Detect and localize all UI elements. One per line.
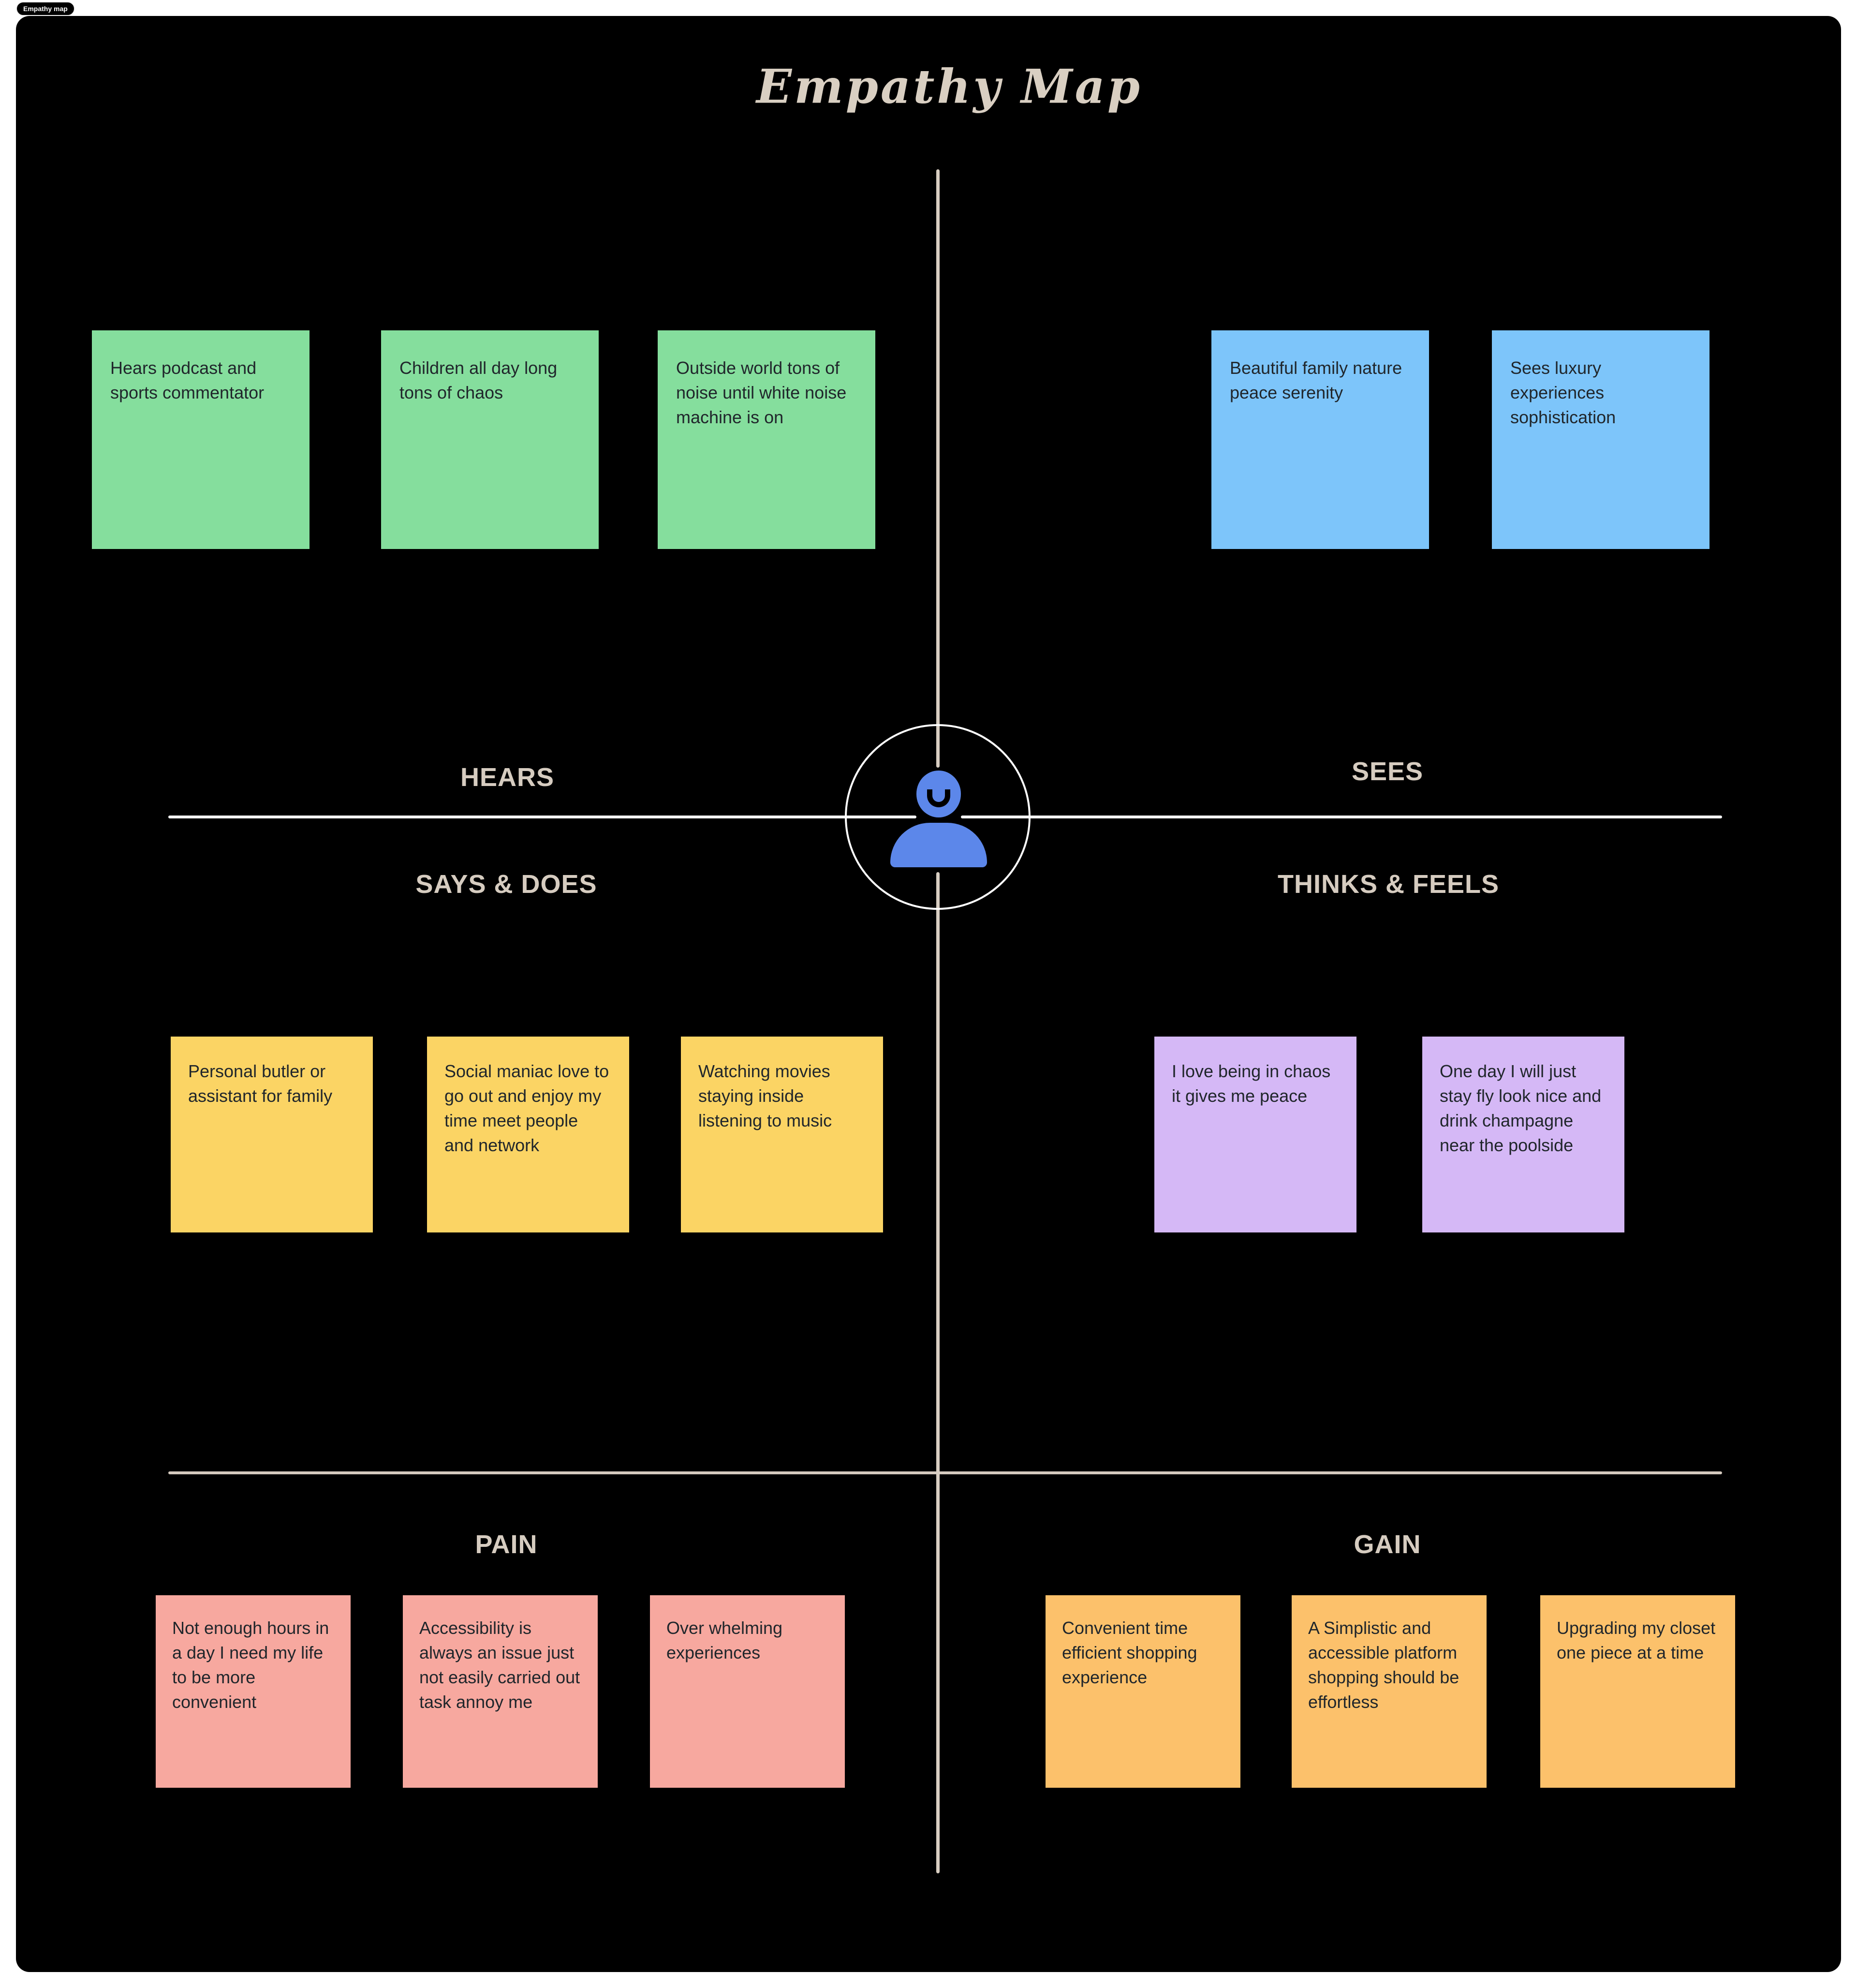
person-smile-icon	[927, 789, 950, 807]
quadrant-label-sees[interactable]: SEES	[1351, 757, 1424, 786]
quadrant-label-gain[interactable]: GAIN	[1354, 1530, 1421, 1559]
sticky-note-says-does-3[interactable]: Watching movies staying inside listening…	[681, 1037, 883, 1232]
quadrant-label-hears[interactable]: HEARS	[460, 763, 555, 792]
sticky-note-pain-3[interactable]: Over whelming experiences	[650, 1595, 845, 1788]
empathy-map-title[interactable]: Empathy Map	[756, 59, 1143, 114]
sticky-note-sees-2[interactable]: Sees luxury experiences sophistication	[1492, 330, 1710, 549]
sticky-note-says-does-2[interactable]: Social maniac love to go out and enjoy m…	[427, 1037, 629, 1232]
quadrant-label-pain[interactable]: PAIN	[475, 1530, 538, 1559]
sticky-note-sees-1[interactable]: Beautiful family nature peace serenity	[1211, 330, 1429, 549]
sticky-note-gain-1[interactable]: Convenient time efficient shopping exper…	[1046, 1595, 1240, 1788]
sticky-note-pain-1[interactable]: Not enough hours in a day I need my life…	[156, 1595, 351, 1788]
vertical-divider-top	[936, 169, 940, 768]
quadrant-label-thinks-feels[interactable]: THINKS & FEELS	[1277, 870, 1500, 899]
sticky-note-gain-2[interactable]: A Simplistic and accessible platform sho…	[1292, 1595, 1487, 1788]
horizontal-divider-bottom	[168, 1471, 1722, 1474]
board-tag-label: Empathy map	[23, 5, 68, 13]
empathy-map-canvas: Empathy Map HEARS SEES SAYS & DOES THINK…	[16, 16, 1841, 1972]
sticky-note-hears-1[interactable]: Hears podcast and sports commentator	[92, 330, 310, 549]
board-tag[interactable]: Empathy map	[16, 1, 75, 16]
vertical-divider-bottom	[936, 872, 940, 1873]
horizontal-divider-right	[961, 816, 1722, 818]
sticky-note-hears-2[interactable]: Children all day long tons of chaos	[381, 330, 599, 549]
sticky-note-says-does-1[interactable]: Personal butler or assistant for family	[171, 1037, 373, 1232]
persona-circle	[845, 724, 1031, 910]
sticky-note-thinks-feels-1[interactable]: I love being in chaos it gives me peace	[1154, 1037, 1356, 1232]
sticky-note-gain-3[interactable]: Upgrading my closet one piece at a time	[1540, 1595, 1735, 1788]
quadrant-label-says-does[interactable]: SAYS & DOES	[415, 870, 597, 899]
horizontal-divider-left	[168, 816, 916, 818]
sticky-note-thinks-feels-2[interactable]: One day I will just stay fly look nice a…	[1422, 1037, 1624, 1232]
sticky-note-hears-3[interactable]: Outside world tons of noise until white …	[658, 330, 875, 549]
sticky-note-pain-2[interactable]: Accessibility is always an issue just no…	[403, 1595, 598, 1788]
person-body-icon	[890, 823, 987, 867]
